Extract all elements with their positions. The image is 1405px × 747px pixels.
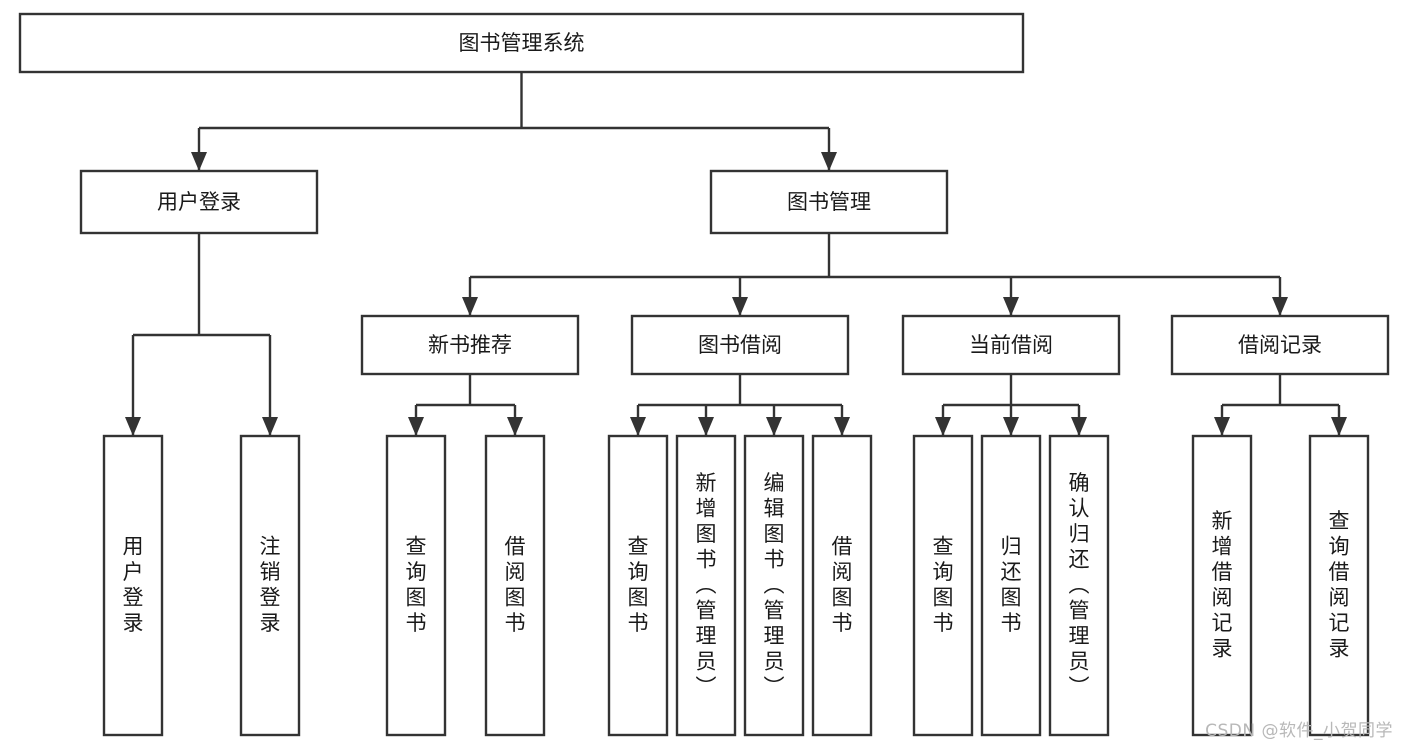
nodes-layer: 图书管理系统用户登录图书管理用户登录注销登录新书推荐查询图书借阅图书图书借阅查询…: [18, 12, 1390, 737]
node-label-new-book-recommend: 新书推荐: [428, 333, 512, 357]
node-br-query-record[interactable]: 查询借阅记录: [1308, 434, 1370, 737]
arrow-head-icon: [125, 417, 141, 436]
node-user-login-do[interactable]: 用户登录: [102, 434, 164, 737]
node-box-bb-edit-book: [743, 434, 805, 737]
node-bb-query-book[interactable]: 查询图书: [607, 434, 669, 737]
node-label-current-borrow: 当前借阅: [969, 333, 1053, 357]
node-nb-borrow-book[interactable]: 借阅图书: [484, 434, 546, 737]
node-label-user-logout: 注销登录: [260, 535, 281, 636]
arrow-head-icon: [1272, 297, 1288, 316]
node-current-borrow[interactable]: 当前借阅: [901, 314, 1121, 376]
node-label-borrow-records: 借阅记录: [1238, 333, 1322, 357]
node-user-logout[interactable]: 注销登录: [239, 434, 301, 737]
node-box-bb-borrow-book: [811, 434, 873, 737]
node-box-new-book-recommend: [360, 314, 580, 376]
node-box-user-logout: [239, 434, 301, 737]
node-label-user-login-do: 用户登录: [123, 535, 144, 636]
node-label-user-login: 用户登录: [157, 190, 241, 214]
node-book-borrow[interactable]: 图书借阅: [630, 314, 850, 376]
node-root[interactable]: 图书管理系统: [18, 12, 1025, 74]
node-label-br-query-record: 查询借阅记录: [1329, 509, 1350, 661]
watermark-text: CSDN @软件_小贺同学: [1205, 721, 1393, 741]
node-borrow-records[interactable]: 借阅记录: [1170, 314, 1390, 376]
node-new-book-recommend[interactable]: 新书推荐: [360, 314, 580, 376]
node-label-nb-borrow-book: 借阅图书: [505, 535, 526, 636]
node-box-root: [18, 12, 1025, 74]
node-label-cb-query-book: 查询图书: [933, 535, 954, 636]
node-box-nb-borrow-book: [484, 434, 546, 737]
arrow-head-icon: [1003, 417, 1019, 436]
node-label-nb-query-book: 查询图书: [406, 535, 427, 636]
node-label-bb-borrow-book: 借阅图书: [832, 535, 853, 636]
arrow-head-icon: [262, 417, 278, 436]
node-box-cb-query-book: [912, 434, 974, 737]
arrow-head-icon: [834, 417, 850, 436]
arrow-head-icon: [191, 152, 207, 171]
node-label-bb-add-book: 新增图书︵管理员︶: [696, 471, 717, 699]
arrow-head-icon: [408, 417, 424, 436]
node-box-br-query-record: [1308, 434, 1370, 737]
arrow-head-icon: [630, 417, 646, 436]
arrow-head-icon: [935, 417, 951, 436]
node-book-manage[interactable]: 图书管理: [709, 169, 949, 235]
node-box-br-add-record: [1191, 434, 1253, 737]
node-box-cb-return-book: [980, 434, 1042, 737]
node-label-root: 图书管理系统: [459, 31, 585, 55]
node-box-nb-query-book: [385, 434, 447, 737]
node-label-bb-query-book: 查询图书: [628, 535, 649, 636]
node-box-bb-query-book: [607, 434, 669, 737]
node-label-book-manage: 图书管理: [787, 190, 871, 214]
node-box-current-borrow: [901, 314, 1121, 376]
arrow-head-icon: [766, 417, 782, 436]
arrow-head-icon: [1331, 417, 1347, 436]
node-nb-query-book[interactable]: 查询图书: [385, 434, 447, 737]
node-box-user-login: [79, 169, 319, 235]
node-bb-borrow-book[interactable]: 借阅图书: [811, 434, 873, 737]
arrow-head-icon: [462, 297, 478, 316]
node-cb-query-book[interactable]: 查询图书: [912, 434, 974, 737]
node-label-book-borrow: 图书借阅: [698, 333, 782, 357]
node-box-user-login-do: [102, 434, 164, 737]
arrow-head-icon: [1003, 297, 1019, 316]
node-box-book-borrow: [630, 314, 850, 376]
arrow-head-icon: [1214, 417, 1230, 436]
arrow-head-icon: [821, 152, 837, 171]
node-label-bb-edit-book: 编辑图书︵管理员︶: [764, 471, 785, 699]
node-user-login[interactable]: 用户登录: [79, 169, 319, 235]
node-bb-edit-book[interactable]: 编辑图书︵管理员︶: [743, 434, 805, 737]
arrow-head-icon: [732, 297, 748, 316]
node-bb-add-book[interactable]: 新增图书︵管理员︶: [675, 434, 737, 737]
node-label-cb-return-book: 归还图书: [1001, 535, 1022, 636]
node-cb-confirm-return[interactable]: 确认归还︵管理员︶: [1048, 434, 1110, 737]
node-box-cb-confirm-return: [1048, 434, 1110, 737]
node-box-book-manage: [709, 169, 949, 235]
node-box-bb-add-book: [675, 434, 737, 737]
node-box-borrow-records: [1170, 314, 1390, 376]
node-br-add-record[interactable]: 新增借阅记录: [1191, 434, 1253, 737]
node-cb-return-book[interactable]: 归还图书: [980, 434, 1042, 737]
arrow-head-icon: [1071, 417, 1087, 436]
arrow-head-icon: [507, 417, 523, 436]
node-label-cb-confirm-return: 确认归还︵管理员︶: [1069, 471, 1090, 699]
arrow-head-icon: [698, 417, 714, 436]
connectors-layer: [125, 72, 1347, 436]
node-label-br-add-record: 新增借阅记录: [1212, 509, 1233, 661]
